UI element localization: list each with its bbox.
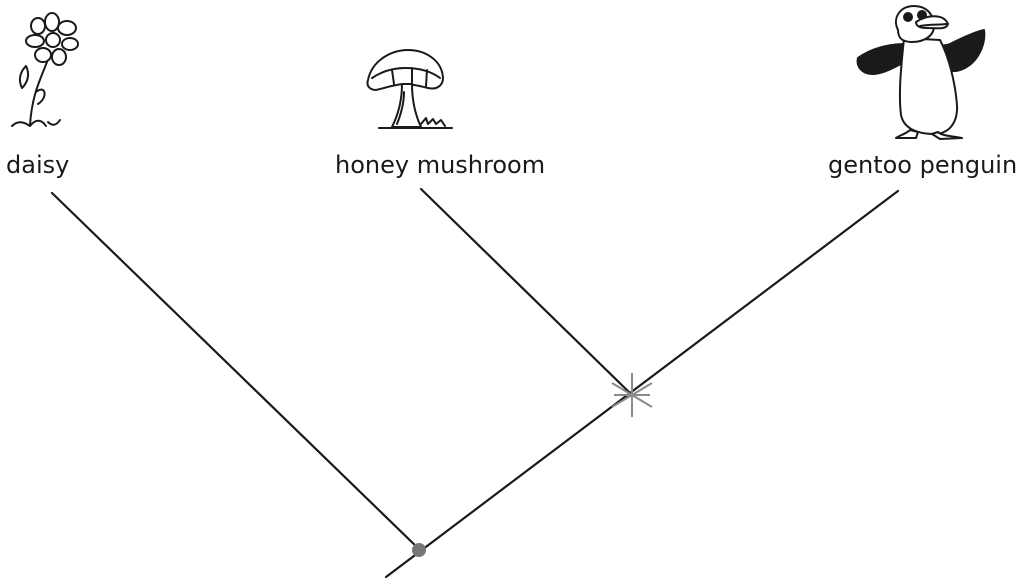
branch-root-to-penguin (386, 191, 898, 577)
node-star (612, 373, 652, 417)
branch-daisy (52, 193, 420, 550)
daisy-icon (12, 13, 78, 126)
root-node-dot (412, 543, 426, 557)
penguin-icon (858, 6, 985, 139)
taxon-label-daisy: daisy (6, 153, 69, 177)
taxon-label-gentoo-penguin: gentoo penguin (828, 153, 1016, 177)
mushroom-icon (367, 50, 452, 128)
taxon-label-honey-mushroom: honey mushroom (335, 153, 545, 177)
branch-mushroom (421, 189, 632, 395)
